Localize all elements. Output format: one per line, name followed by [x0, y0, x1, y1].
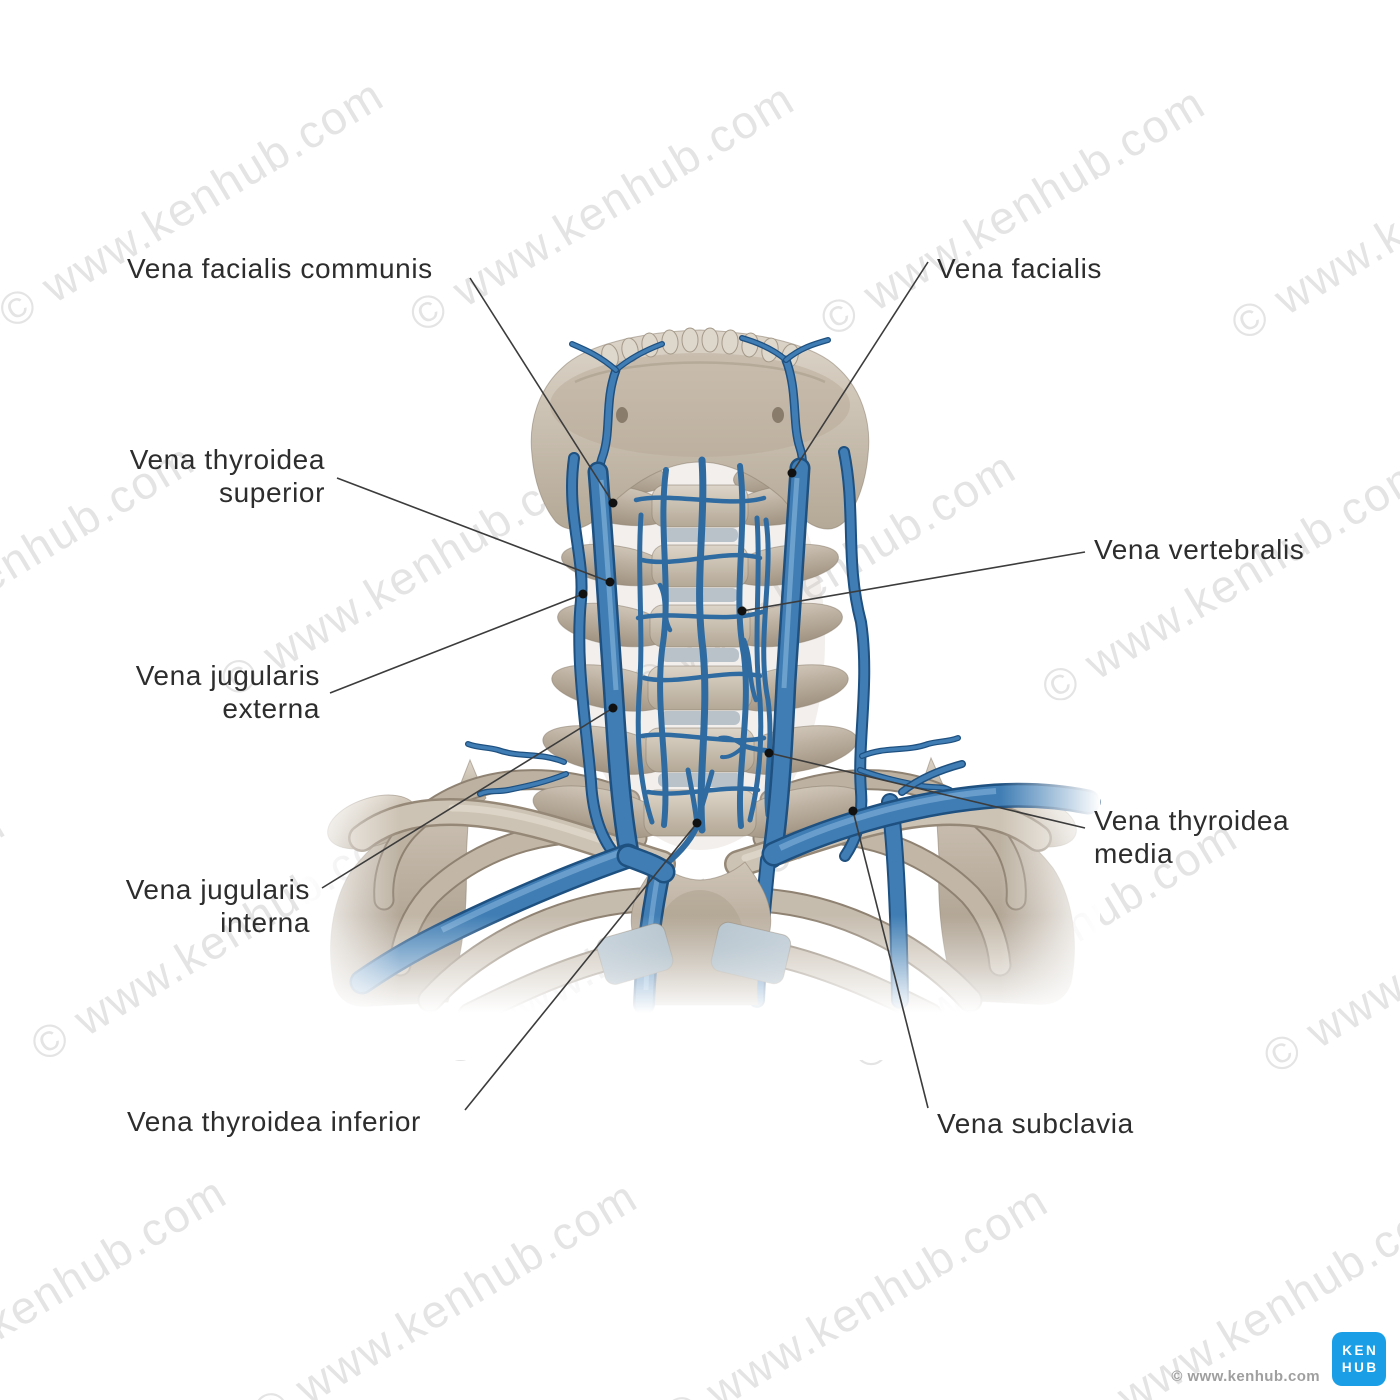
footer-copyright: © www.kenhub.com — [1171, 1368, 1320, 1385]
label-vena-facialis: Vena facialis — [937, 253, 1103, 284]
label-vena-subclavia: Vena subclavia — [937, 1108, 1134, 1139]
leader-vena-facialis — [787, 261, 929, 478]
mental-foramen-left — [616, 407, 628, 423]
leader-vena-subclavia — [848, 806, 929, 1109]
label-vena-thyroidea-superior: Vena thyroidea superior — [129, 444, 325, 508]
label-vena-thyroidea-inferior: Vena thyroidea inferior — [127, 1106, 421, 1137]
label-vena-jugularis-interna: Vena jugularis interna — [125, 874, 310, 938]
label-vena-jugularis-externa: Vena jugularis externa — [135, 660, 320, 724]
mental-foramen-right — [772, 407, 784, 423]
leader-vena-jugularis-interna — [321, 703, 618, 889]
kenhub-logo: KEN HUB — [1332, 1332, 1386, 1386]
vertebral-plexus — [633, 456, 773, 834]
leader-vena-thyroidea-superior — [336, 477, 615, 587]
anterior-jugular-veins — [570, 342, 764, 825]
label-vena-vertebralis: Vena vertebralis — [1094, 534, 1305, 565]
leader-vena-thyroidea-media — [764, 748, 1086, 829]
fade-overlays — [290, 700, 1120, 1060]
kenhub-logo-text-line2: HUB — [1341, 1360, 1379, 1375]
leader-vena-vertebralis — [737, 551, 1086, 616]
kenhub-logo-text-line1: KEN — [1342, 1343, 1379, 1358]
veins — [468, 338, 962, 1000]
leader-vena-jugularis-externa — [329, 589, 588, 694]
label-vena-facialis-communis: Vena facialis communis — [127, 253, 433, 284]
leader-vena-thyroidea-inferior — [464, 818, 702, 1111]
leader-vena-facialis-communis — [469, 277, 618, 508]
label-vena-thyroidea-media: Vena thyroidea media — [1094, 805, 1290, 869]
